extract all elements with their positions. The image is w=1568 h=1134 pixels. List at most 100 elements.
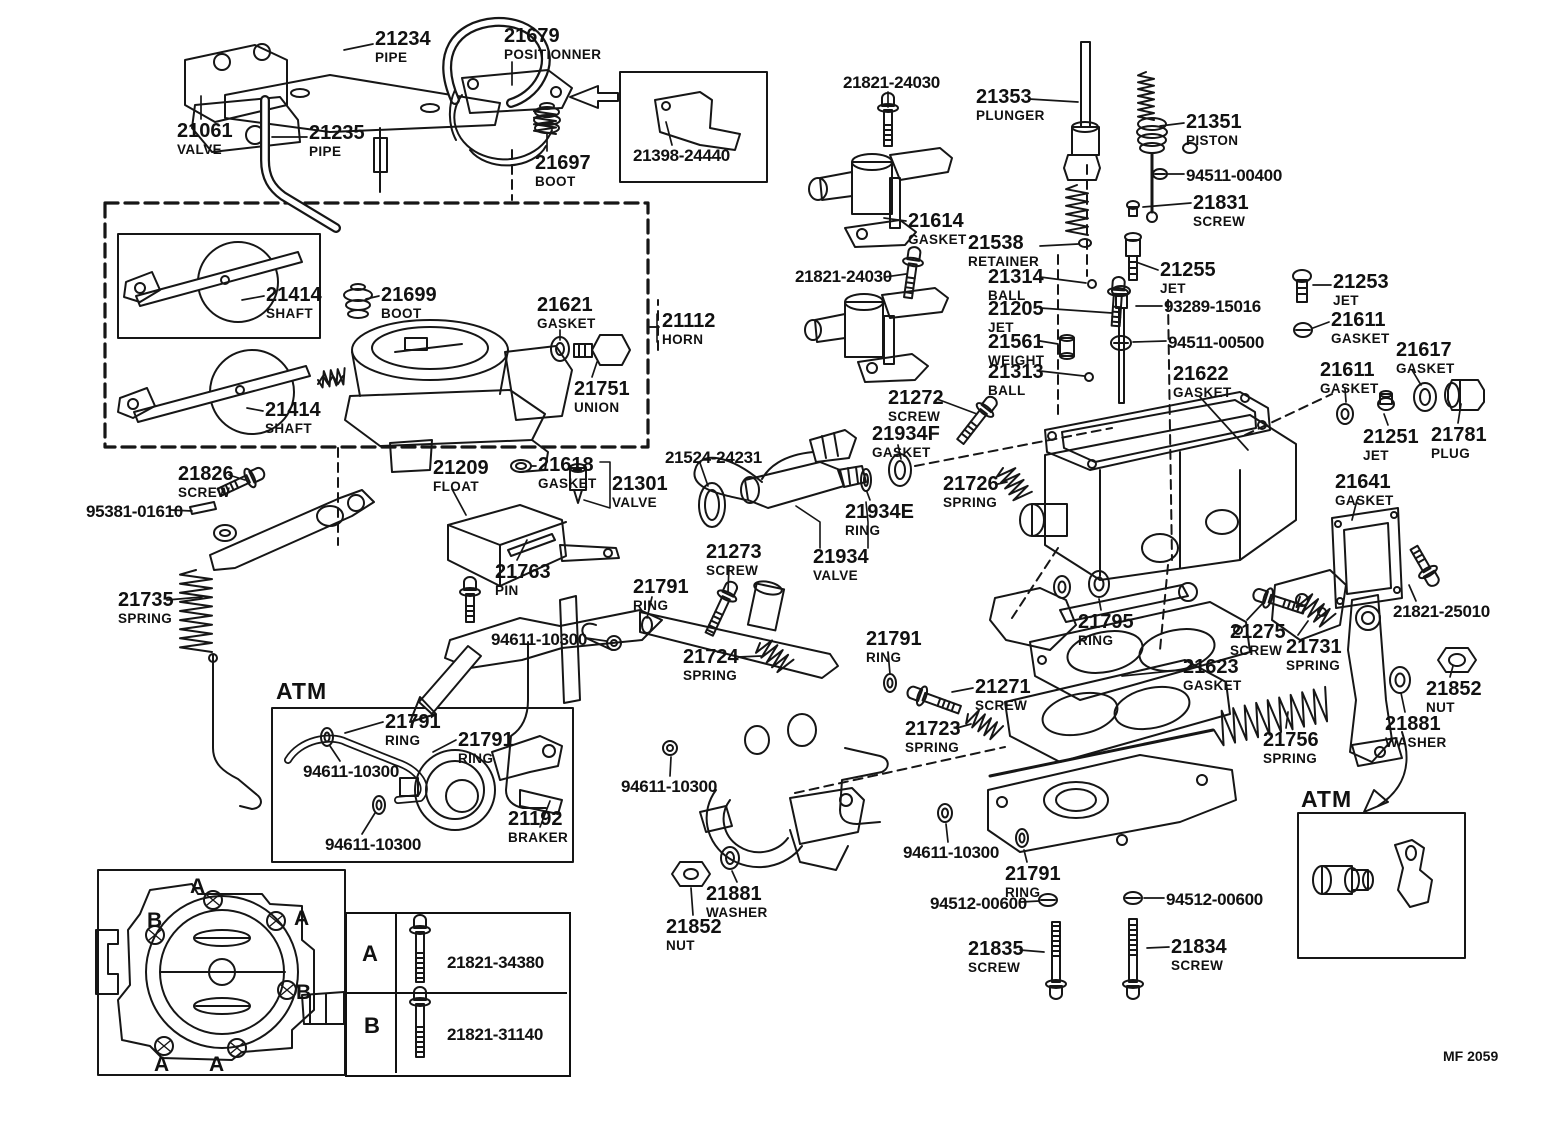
part-name: SCREW xyxy=(706,563,759,578)
pump-lever-cluster-drawing xyxy=(409,595,889,825)
part-number: 21255 xyxy=(1160,259,1216,281)
part-number: 21313 xyxy=(988,361,1044,383)
part-name: HORN xyxy=(662,332,704,347)
part-number: 21795 xyxy=(1078,611,1134,633)
part-number: 21791 xyxy=(385,711,441,733)
part-number: 21205 xyxy=(988,298,1044,320)
part-label-94611-10300: 94611-10300 xyxy=(491,631,587,648)
part-name: GASKET xyxy=(538,476,597,491)
part-number: 21353 xyxy=(976,86,1032,108)
part-number: 21756 xyxy=(1263,729,1319,751)
bracket-inset-box xyxy=(619,71,768,183)
part-name: RING xyxy=(866,650,902,665)
part-number: 21781 xyxy=(1431,424,1487,446)
part-label-21821-25010: 21821-25010 xyxy=(1393,603,1490,620)
small-parts-center xyxy=(1059,279,1131,404)
dashpot-bracket-drawing xyxy=(1331,507,1477,813)
inset-arrow-icon xyxy=(569,85,619,109)
part-name: JET xyxy=(1363,448,1389,463)
part-number: 21398-24440 xyxy=(633,146,730,165)
part-name: PIN xyxy=(495,583,519,598)
part-name: GASKET xyxy=(1173,385,1232,400)
part-number: 21723 xyxy=(905,718,961,740)
part-number: 21623 xyxy=(1183,656,1239,678)
part-name: SCREW xyxy=(968,960,1021,975)
part-name: RING xyxy=(1078,633,1114,648)
solenoid-valve-lower-drawing xyxy=(804,287,949,383)
part-number: 21253 xyxy=(1333,271,1389,293)
page-code: MF 2059 xyxy=(1443,1048,1499,1064)
part-number: 21791 xyxy=(633,576,689,598)
part-name: BALL xyxy=(988,383,1026,398)
part-number: 21414 xyxy=(265,399,321,421)
part-number: 94611-10300 xyxy=(903,843,999,862)
part-number: 21835 xyxy=(968,938,1024,960)
part-number: 94511-00500 xyxy=(1168,333,1264,352)
boot-21699-drawing xyxy=(343,283,373,319)
clip-94511-00500-drawing xyxy=(1110,335,1132,351)
part-name: GASKET xyxy=(537,316,596,331)
part-name: VALVE xyxy=(612,495,658,510)
part-label-94611-10300: 94611-10300 xyxy=(621,778,717,795)
part-number: 21414 xyxy=(266,284,322,306)
part-number: 21679 xyxy=(504,25,560,47)
part-number: 21235 xyxy=(309,122,365,144)
part-number: 21611 xyxy=(1331,309,1386,331)
part-label-21524-24231: 21524-24231 xyxy=(665,449,762,466)
part-name: GASKET xyxy=(1331,331,1390,346)
part-number: 21275 xyxy=(1230,621,1286,643)
plunger-21353-drawing xyxy=(1063,41,1101,248)
position-marker-a: A xyxy=(209,1053,225,1076)
part-number: 21834 xyxy=(1171,936,1227,958)
part-name: GASKET xyxy=(1396,361,1455,376)
part-number: 21351 xyxy=(1186,111,1242,133)
atm-left-label: ATM xyxy=(276,678,328,704)
part-number: 94611-10300 xyxy=(621,777,717,796)
throttle-body-top-view-drawing xyxy=(95,883,345,1061)
part-name: SCREW xyxy=(975,698,1028,713)
part-number: 21192 xyxy=(508,808,563,830)
part-name: SCREW xyxy=(1171,958,1224,973)
part-name: SHAFT xyxy=(266,306,313,321)
part-number: 21061 xyxy=(177,120,233,142)
part-name: VALVE xyxy=(177,142,223,157)
part-number: 21821-24030 xyxy=(795,267,892,286)
part-name: SCREW xyxy=(1230,643,1283,658)
part-number: 21617 xyxy=(1396,339,1452,361)
fastener-table-part-b: 21821-31140 xyxy=(447,1025,543,1044)
part-number: 21611 xyxy=(1320,359,1375,381)
part-number: 21731 xyxy=(1286,636,1342,658)
shaft-inset-box xyxy=(117,233,321,339)
part-name: NUT xyxy=(1426,700,1455,715)
part-label-94511-00400: 94511-00400 xyxy=(1186,167,1282,184)
part-number: 93289-15016 xyxy=(1164,297,1261,316)
part-number: 21697 xyxy=(535,152,591,174)
part-number: 21881 xyxy=(706,883,762,905)
part-name: WEIGHT xyxy=(988,353,1045,368)
part-name: PISTON xyxy=(1186,133,1239,148)
cut-off-valve-21934-drawing xyxy=(693,429,912,632)
atm-right-label: ATM xyxy=(1301,786,1353,812)
